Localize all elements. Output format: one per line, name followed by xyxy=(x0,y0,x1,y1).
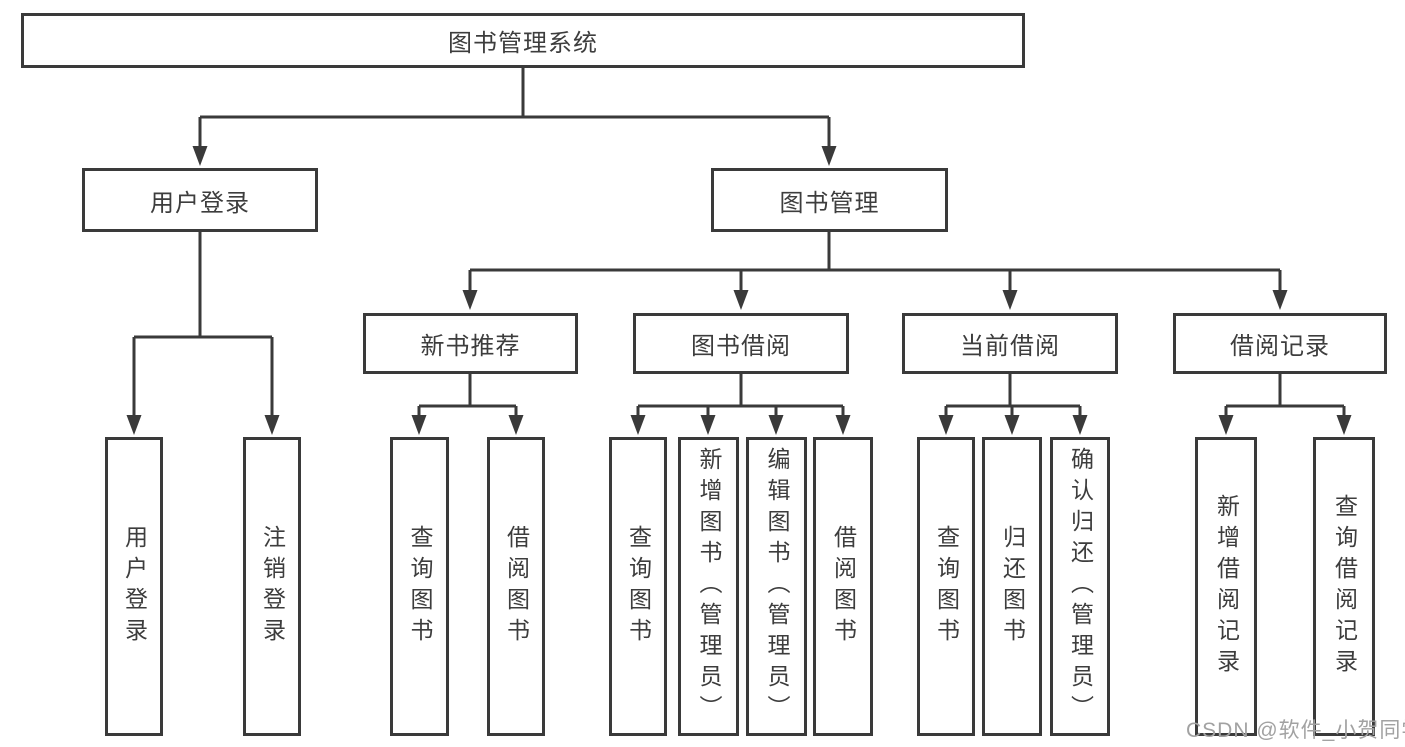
watermark: CSDN @软件_小贺同学 xyxy=(1186,719,1405,742)
leaf-query-books-recommend: 查询图书 xyxy=(390,437,449,736)
connector-book-borrowing-branch xyxy=(630,374,851,435)
leaf-edit-books-admin: 编辑图书（管理员） xyxy=(746,437,807,736)
connector-book-management-branch xyxy=(462,232,1288,310)
node-book-management: 图书管理 xyxy=(711,168,948,232)
node-current-borrowing: 当前借阅 xyxy=(902,313,1118,374)
leaf-add-books-admin: 新增图书（管理员） xyxy=(678,437,739,736)
leaf-logout: 注销登录 xyxy=(243,437,301,736)
leaf-return-books: 归还图书 xyxy=(982,437,1042,736)
leaf-query-books-current: 查询图书 xyxy=(917,437,975,736)
leaf-borrow-books-borrowing: 借阅图书 xyxy=(813,437,873,736)
leaf-query-borrow-record: 查询借阅记录 xyxy=(1313,437,1375,736)
connector-user-login-branch xyxy=(126,232,280,435)
leaf-borrow-books-recommend: 借阅图书 xyxy=(487,437,545,736)
node-user-login: 用户登录 xyxy=(82,168,318,232)
connector-borrowing-records-branch xyxy=(1218,374,1352,435)
connector-root-to-level2 xyxy=(192,68,837,166)
node-book-borrowing: 图书借阅 xyxy=(633,313,849,374)
connector-current-borrowing-branch xyxy=(938,374,1088,435)
node-new-book-recommend: 新书推荐 xyxy=(363,313,578,374)
node-library-management-system: 图书管理系统 xyxy=(21,13,1025,68)
connector-new-book-recommend-branch xyxy=(411,374,524,435)
node-borrowing-records: 借阅记录 xyxy=(1173,313,1387,374)
leaf-user-login: 用户登录 xyxy=(105,437,163,736)
leaf-confirm-return-admin: 确认归还（管理员） xyxy=(1050,437,1110,736)
leaf-query-books-borrowing: 查询图书 xyxy=(609,437,667,736)
leaf-add-borrow-record: 新增借阅记录 xyxy=(1195,437,1257,736)
